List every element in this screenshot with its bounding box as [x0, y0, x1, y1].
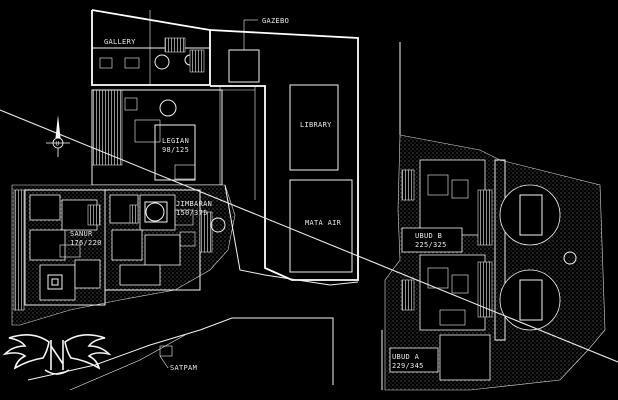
winged-logo-icon: [2, 334, 112, 375]
sanur-name-label: SANUR: [70, 230, 93, 238]
jimbaran-name-label: JIMBARAN: [176, 200, 212, 208]
legian-building: [91, 89, 223, 186]
gallery-building: [91, 9, 211, 86]
legian-area-label: 98/125: [162, 146, 189, 154]
ubud-complex: [381, 42, 606, 391]
ubud-a-name-label: UBUD A: [392, 353, 420, 361]
sanur-jimbaran-cluster: [11, 184, 236, 326]
jimbaran-area-label: 150/375: [176, 209, 208, 217]
gazebo-label: GAZEBO: [262, 17, 289, 25]
ubud-a-area-label: 229/345: [392, 362, 424, 370]
library-block: [209, 29, 359, 281]
north-arrow-icon: U: [46, 115, 70, 157]
library-label: LIBRARY: [300, 121, 332, 129]
ubud-b-area-label: 225/325: [415, 241, 447, 249]
mata-air-label: MATA AIR: [305, 219, 342, 227]
sanur-area-label: 176/220: [70, 239, 102, 247]
legian-name-label: LEGIAN: [162, 137, 189, 145]
svg-text:U: U: [56, 141, 60, 148]
ubud-b-name-label: UBUD B: [415, 232, 442, 240]
gallery-label: GALLERY: [104, 38, 136, 46]
gazebo-structure: [228, 19, 260, 83]
satpam-label: SATPAM: [170, 364, 197, 372]
section-cut-line: [0, 109, 618, 363]
